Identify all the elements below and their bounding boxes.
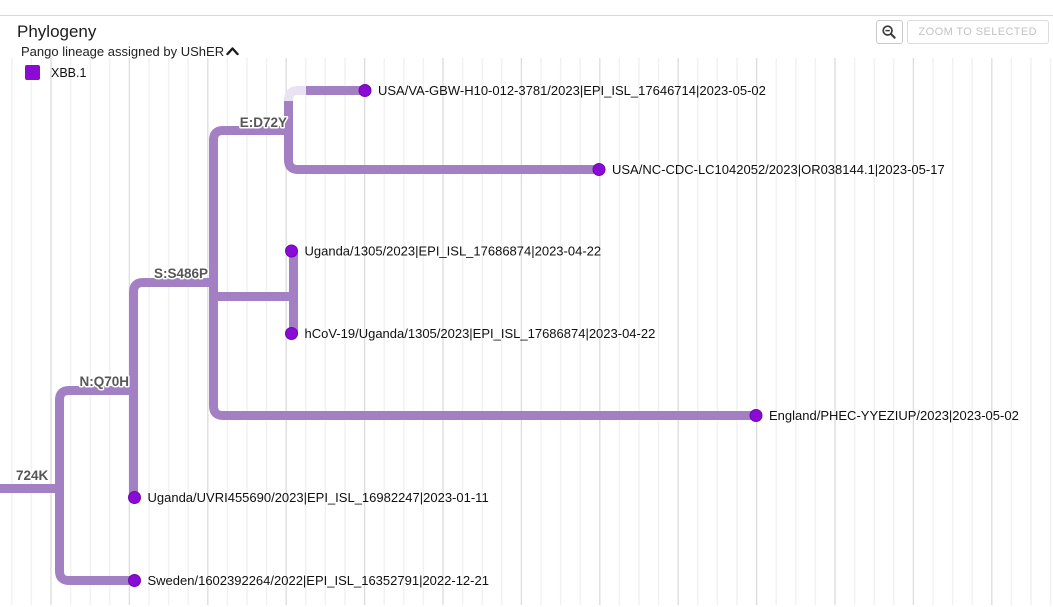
tip-dot[interactable] bbox=[128, 491, 141, 504]
branch-mutation-label: S:S486P bbox=[154, 266, 208, 281]
tip-dot[interactable] bbox=[285, 327, 298, 340]
tree-toolbar: ZOOM TO SELECTED bbox=[875, 20, 1049, 44]
legend-swatch-xbb1[interactable] bbox=[25, 65, 40, 80]
tip-dot[interactable] bbox=[592, 163, 606, 176]
zoom-to-selected-button[interactable]: ZOOM TO SELECTED bbox=[906, 20, 1049, 44]
tip-dot[interactable] bbox=[358, 84, 372, 97]
tip-dot[interactable] bbox=[285, 244, 298, 258]
branch-mutation-label: 724K bbox=[16, 468, 49, 483]
tip-label[interactable]: Uganda/UVRI455690/2023|EPI_ISL_16982247|… bbox=[148, 490, 489, 505]
color-by-label: Pango lineage assigned by UShER bbox=[21, 44, 225, 59]
tip-label[interactable]: Sweden/1602392264/2022|EPI_ISL_16352791|… bbox=[148, 573, 489, 588]
tree-branch-clade-NQ70H-vertical-sweden[interactable] bbox=[55, 386, 138, 585]
color-by-header[interactable]: Pango lineage assigned by UShER bbox=[21, 44, 239, 59]
tree-branch-clade-ED72Y-vertical-england[interactable] bbox=[209, 126, 754, 420]
tip-label[interactable]: Uganda/1305/2023|EPI_ISL_17686874|2023-0… bbox=[305, 244, 602, 259]
branch-mutation-label: E:D72Y bbox=[240, 115, 287, 130]
tree-branch-usa-clade-vertical-nc[interactable] bbox=[284, 98, 597, 174]
reset-zoom-button[interactable] bbox=[875, 20, 903, 44]
tree-branch-clade-SS486P-vertical-uganda[interactable] bbox=[129, 278, 218, 495]
tip-label[interactable]: hCoV-19/Uganda/1305/2023|EPI_ISL_1768687… bbox=[305, 326, 656, 341]
panel-top-divider bbox=[0, 15, 1053, 16]
branch-mutation-label: N:Q70H bbox=[79, 374, 129, 389]
tip-dot[interactable] bbox=[128, 574, 141, 587]
tip-dot[interactable] bbox=[749, 409, 763, 422]
tree-branch-usa-va-elbow[interactable] bbox=[284, 86, 308, 102]
tip-label[interactable]: USA/NC-CDC-LC1042052/2023|OR038144.1|202… bbox=[612, 162, 945, 177]
legend: XBB.1 bbox=[25, 65, 86, 80]
legend-label[interactable]: XBB.1 bbox=[51, 65, 87, 80]
magnifier-minus-icon bbox=[882, 25, 896, 39]
tip-label[interactable]: USA/VA-GBW-H10-012-3781/2023|EPI_ISL_176… bbox=[378, 83, 766, 98]
page-title: Phylogeny bbox=[17, 22, 97, 41]
tip-label[interactable]: England/PHEC-YYEZIUP/2023|2023-05-02 bbox=[769, 408, 1019, 423]
chevron-up-icon[interactable] bbox=[226, 47, 239, 56]
